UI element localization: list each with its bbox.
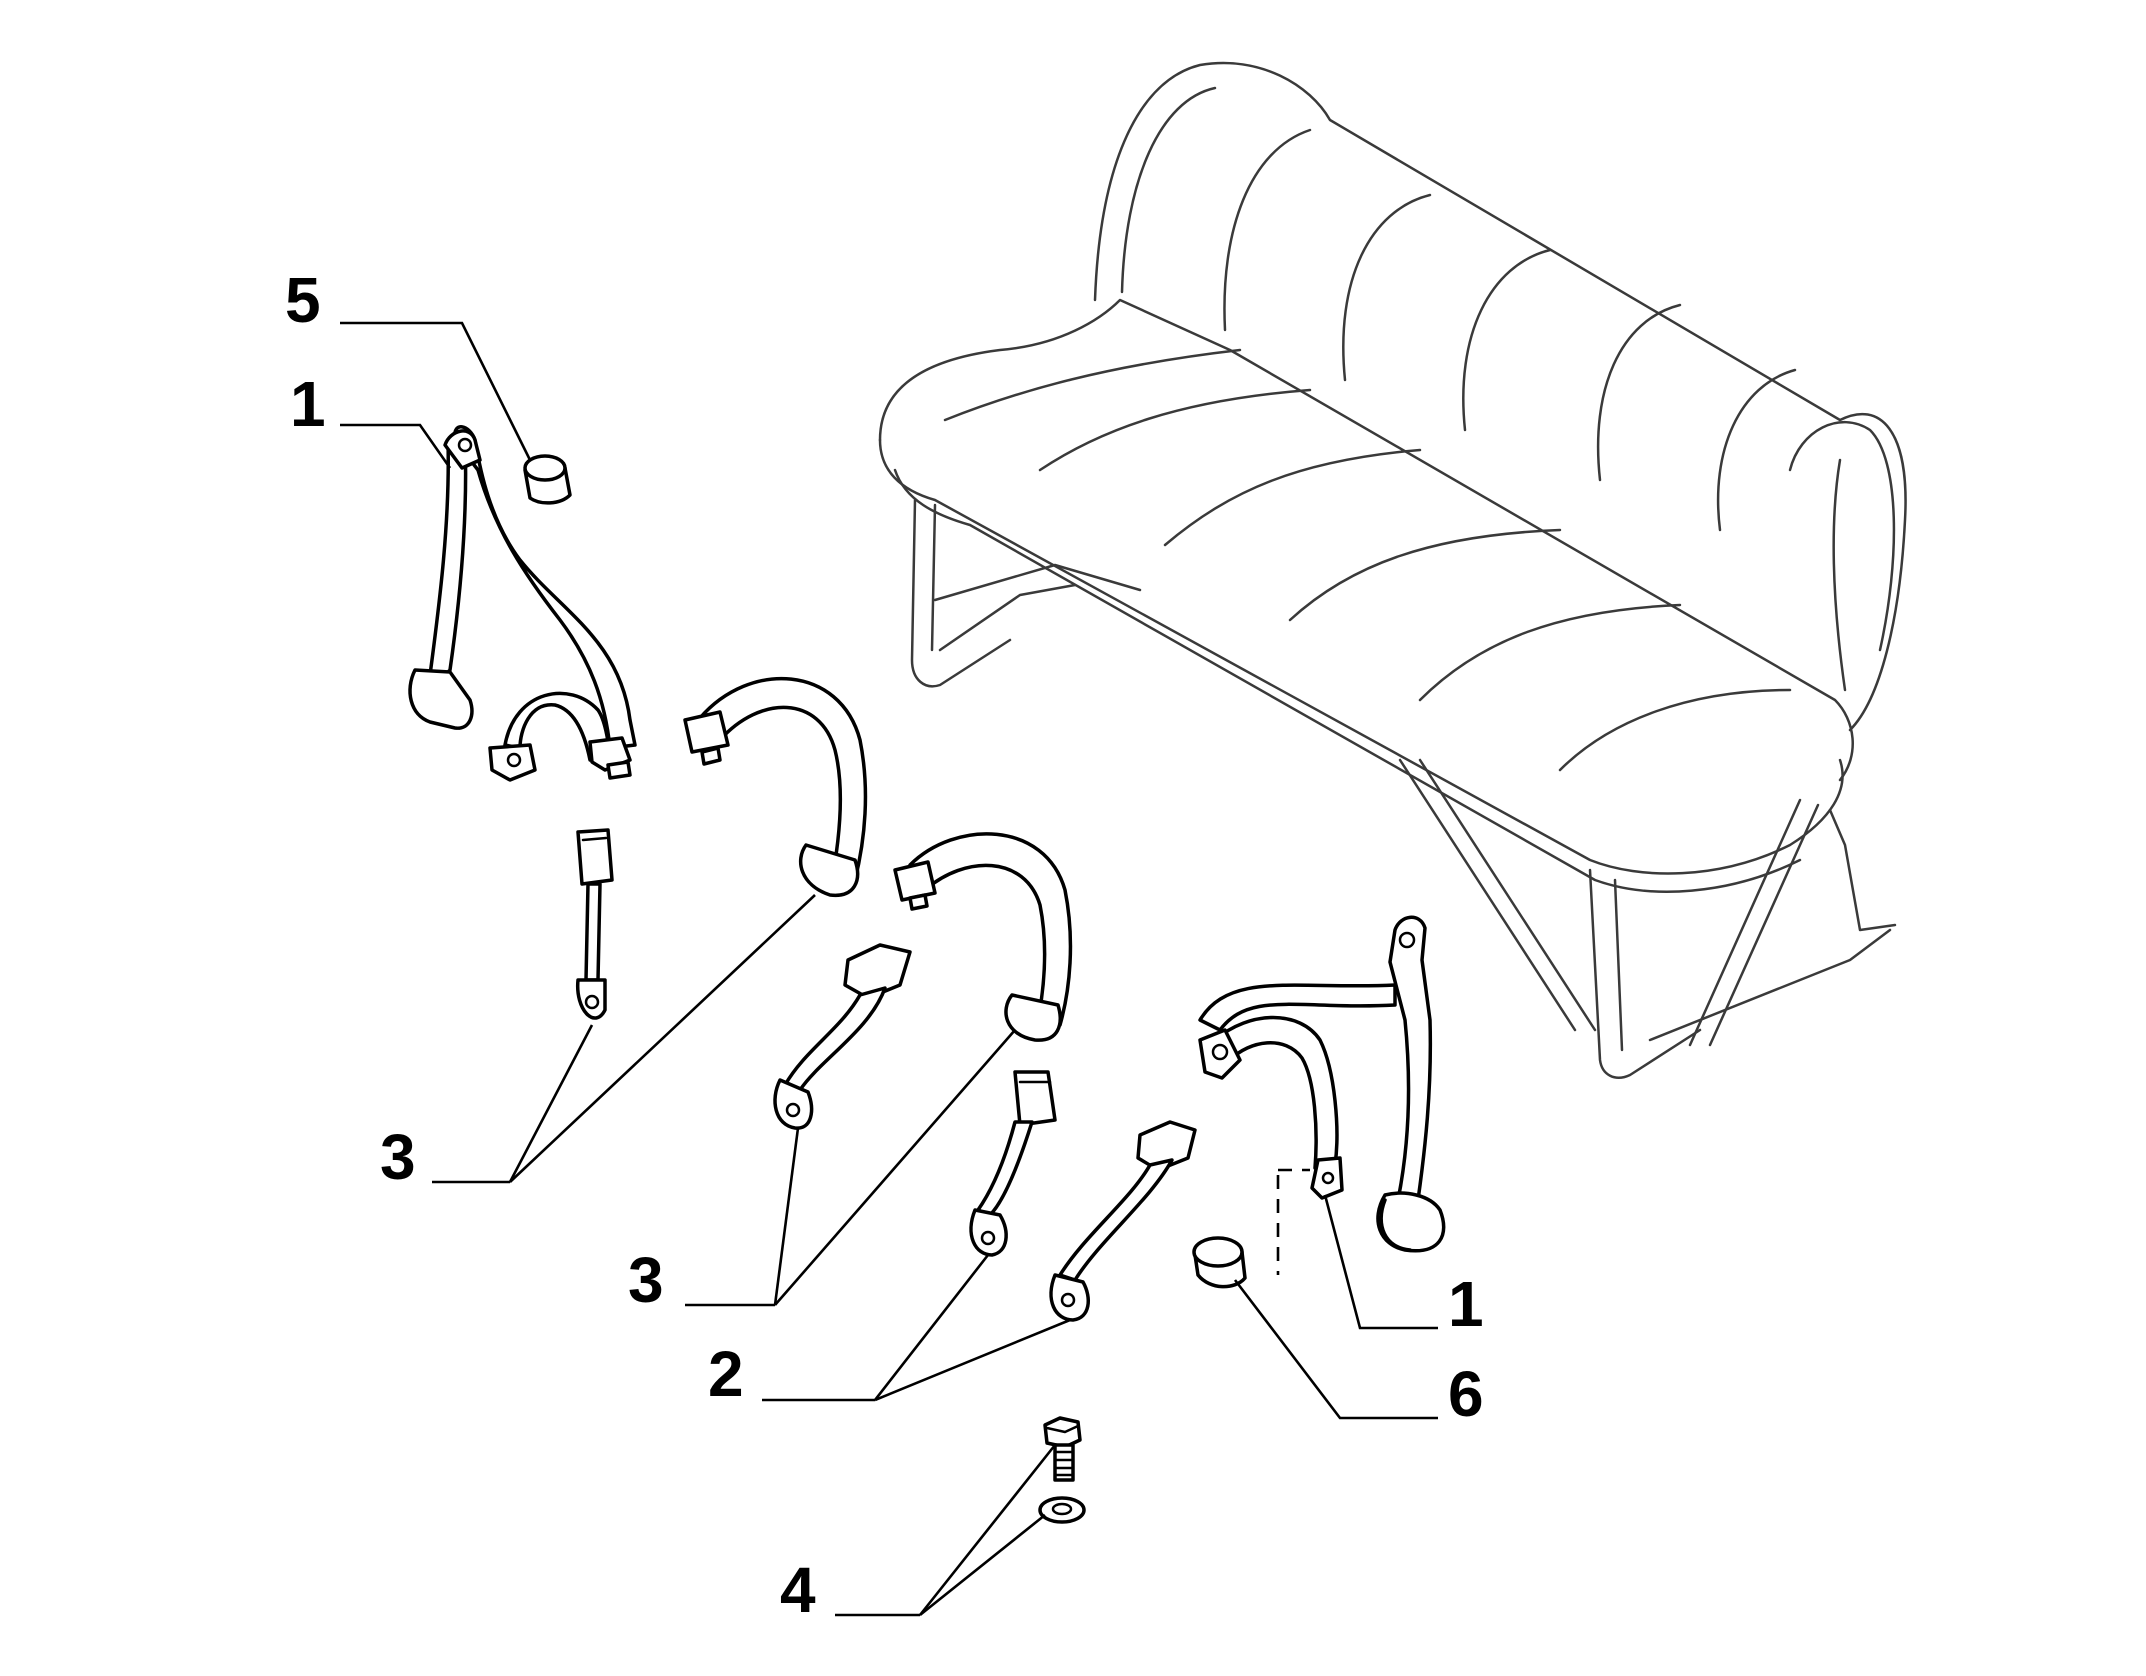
- cap-5: [523, 454, 572, 505]
- callout-6: 6: [1448, 1358, 1484, 1430]
- buckle-arc-middle: [893, 832, 1073, 1042]
- outer-belt-assembly-right: [1198, 915, 1446, 1253]
- rear-bench-seat: [878, 61, 1907, 1079]
- outer-belt-assembly-left: [408, 425, 637, 782]
- buckle-arc-upper: [683, 676, 868, 897]
- leader-lines: [340, 321, 1438, 1617]
- buckle-left-vertical: [576, 828, 614, 1020]
- lap-belt-vertical: [969, 1070, 1057, 1257]
- callout-3-center: 3: [628, 1244, 664, 1316]
- bolt: [1043, 1416, 1082, 1482]
- callout-3-left: 3: [380, 1121, 416, 1193]
- callout-1-left: 1: [290, 368, 326, 440]
- cap-6: [1192, 1236, 1247, 1289]
- callout-1-right: 1: [1448, 1268, 1484, 1340]
- washer: [1038, 1496, 1086, 1524]
- buckle-diagonal-middle: [773, 943, 912, 1130]
- lap-belt-diagonal: [1049, 1120, 1197, 1322]
- callout-2: 2: [708, 1338, 744, 1410]
- callout-5: 5: [285, 264, 321, 336]
- callout-4: 4: [780, 1554, 816, 1626]
